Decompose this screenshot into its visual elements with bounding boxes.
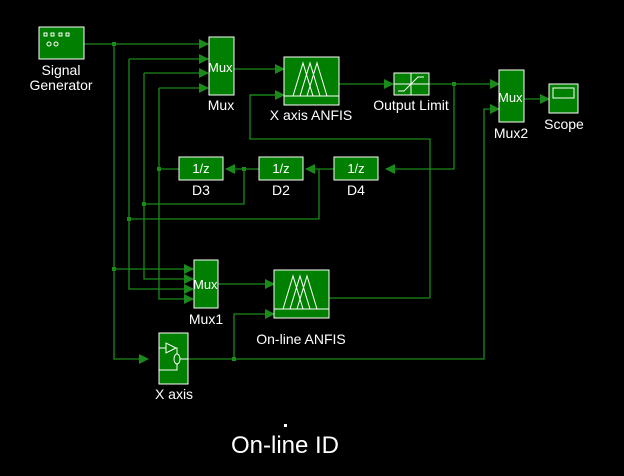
branch-points: [112, 42, 456, 361]
saturation-icon: [394, 73, 429, 95]
signal-generator-icon: [43, 32, 70, 47]
mux-label: Mux: [207, 97, 235, 113]
wire-xaxis-mux2[interactable]: [188, 104, 500, 360]
wire-d2-bus3[interactable]: [144, 169, 245, 205]
mux-inner-text: Mux: [208, 60, 233, 75]
mux2-block[interactable]: Mux: [498, 69, 525, 123]
wire-limit-d4[interactable]: [385, 84, 455, 174]
scope-icon: [552, 87, 575, 99]
bus3[interactable]: [143, 73, 194, 284]
signal-generator-block[interactable]: [38, 26, 85, 60]
mux2-label: Mux2: [493, 125, 529, 141]
mux-block[interactable]: Mux: [208, 36, 235, 96]
mux2-inner-text: Mux: [498, 90, 523, 105]
signal-generator-label: Signal Generator: [29, 63, 92, 93]
d3-inner-text: 1/z: [192, 161, 209, 176]
plant-subsystem-icon: [159, 342, 188, 371]
d3-label: D3: [192, 182, 210, 198]
online-anfis-block[interactable]: [273, 269, 330, 319]
cursor-dot: [284, 424, 287, 427]
output-limit-label: Output Limit: [373, 97, 449, 113]
scope-label: Scope: [544, 116, 584, 132]
signal-generator-label-line2: Generator: [29, 77, 93, 93]
signal-generator-label-line1: Signal: [41, 62, 81, 78]
d2-inner-text: 1/z: [272, 161, 289, 176]
wire-siggen-xaxis[interactable]: [113, 269, 149, 364]
mux1-inner-text: Mux: [193, 277, 218, 292]
d3-block[interactable]: 1/z: [178, 156, 224, 181]
bus4[interactable]: [158, 88, 194, 304]
d4-block[interactable]: 1/z: [333, 156, 379, 181]
bus2[interactable]: [128, 59, 194, 294]
x-axis-block[interactable]: [158, 332, 189, 385]
anfis-membership-icon: [282, 274, 318, 310]
model-title: On-line ID: [230, 432, 340, 459]
wires: [84, 39, 550, 364]
d2-label: D2: [272, 182, 290, 198]
d2-block[interactable]: 1/z: [258, 156, 304, 181]
online-anfis-label: On-line ANFIS: [256, 331, 346, 347]
d4-label: D4: [347, 182, 365, 198]
x-axis-anfis-label: X axis ANFIS: [269, 107, 353, 123]
mux1-label: Mux1: [188, 311, 224, 327]
anfis-membership-icon: [292, 61, 328, 97]
x-axis-label: X axis: [154, 386, 194, 402]
wire-xaxis-online[interactable]: [233, 309, 275, 359]
x-axis-anfis-block[interactable]: [283, 56, 340, 106]
d4-inner-text: 1/z: [347, 161, 364, 176]
scope-block[interactable]: [548, 83, 579, 114]
wire-d4-bus2[interactable]: [129, 169, 320, 220]
mux1-block[interactable]: Mux: [193, 259, 219, 309]
output-limit-block[interactable]: [393, 72, 430, 96]
